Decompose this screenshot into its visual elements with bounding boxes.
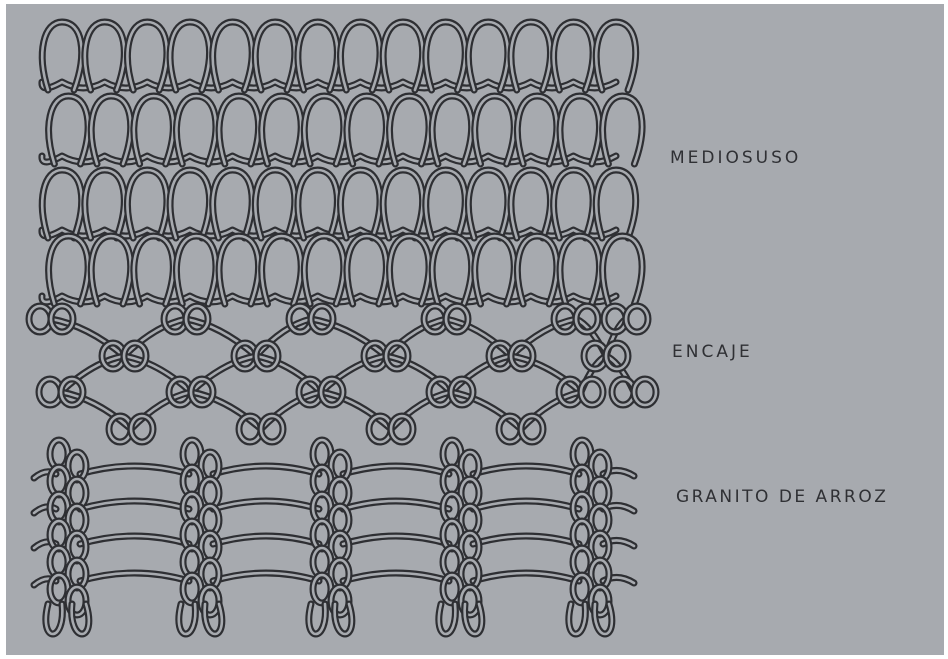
encaje-strand (191, 356, 256, 392)
encaje-strand (51, 319, 124, 356)
encaje-stitch-section (29, 306, 656, 442)
label-granito-de-arroz: GRANITO DE ARROZ (676, 487, 888, 507)
encaje-strand (511, 319, 576, 356)
encaje-strand (124, 319, 186, 356)
encaje-strand (124, 356, 191, 392)
knitting-stitches-diagram: MEDIOSUSO ENCAJE GRANITO DE ARROZ (6, 4, 944, 655)
medio-suso-stitch-section (42, 22, 642, 304)
encaje-strand (261, 392, 321, 429)
encaje-strand (321, 392, 391, 429)
encaje-strand (386, 319, 446, 356)
label-medio-suso: MEDIOSUSO (670, 148, 801, 168)
encaje-strand (391, 392, 451, 429)
encaje-strand (311, 319, 386, 356)
encaje-strand (446, 319, 511, 356)
knitted-fabric-illustration (6, 4, 944, 655)
encaje-strand (186, 319, 256, 356)
encaje-strand (61, 392, 131, 429)
encaje-strand (521, 392, 581, 429)
encaje-strand (451, 356, 511, 392)
encaje-strand (256, 319, 311, 356)
encaje-strand (321, 356, 386, 392)
encaje-strand (451, 392, 521, 429)
encaje-strand (131, 392, 191, 429)
encaje-strand (511, 356, 581, 392)
label-encaje: ENCAJE (672, 342, 753, 362)
encaje-strand (191, 392, 261, 429)
granito-de-arroz-stitch-section (34, 440, 634, 634)
encaje-strand (61, 356, 124, 392)
encaje-strand (256, 356, 321, 392)
encaje-strand (386, 356, 451, 392)
